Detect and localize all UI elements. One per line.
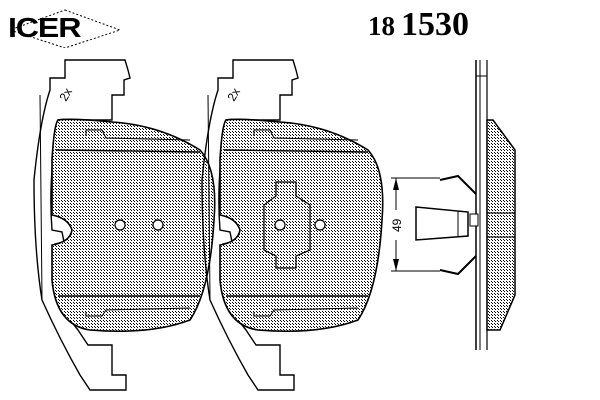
clip-dimension	[391, 177, 440, 272]
brake-pad-right	[201, 59, 384, 391]
part-number-main: 1530	[401, 6, 469, 43]
clip-dimension-value: 49	[390, 218, 404, 232]
part-number-prefix: 18	[368, 11, 395, 41]
brand-logo: ICER	[8, 12, 81, 43]
side-view	[415, 60, 516, 350]
brake-pad-left	[33, 59, 216, 391]
left-pad-quantity-label: 2x	[56, 86, 74, 104]
right-pad-quantity-label: 2x	[224, 86, 242, 104]
icer-logo-diamond	[8, 9, 122, 48]
